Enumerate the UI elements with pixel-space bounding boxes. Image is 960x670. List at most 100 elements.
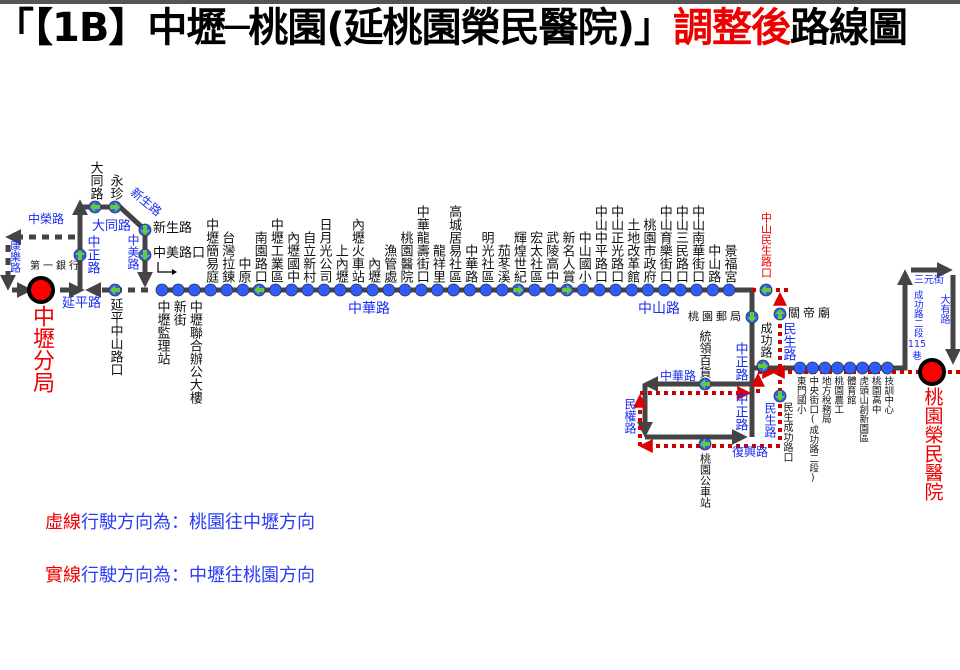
- stop-marker: [349, 283, 363, 297]
- one-way-arrow-icon: [254, 285, 265, 295]
- stop-marker: [706, 283, 720, 297]
- terminal-start-marker: [27, 276, 55, 304]
- stop-marker: [268, 283, 282, 297]
- stop-label: 上內壢: [332, 244, 348, 283]
- road-label-minquan: 民權路: [623, 398, 637, 434]
- stop-label: 中壢簡易庭: [203, 218, 219, 283]
- one-way-arrow-icon: [747, 312, 757, 322]
- stop-marker: [609, 283, 622, 297]
- stop-marker: [831, 361, 844, 375]
- stop-label: 中央街口(成功路二段): [807, 376, 819, 484]
- one-way-arrow-icon: [140, 225, 150, 235]
- stop-marker: [333, 283, 347, 297]
- legend-solid-key: 實線: [45, 565, 81, 586]
- stop-marker: [818, 361, 832, 375]
- stop-label: 日月光公司: [316, 218, 332, 283]
- one-way-arrow-icon: [513, 285, 524, 295]
- stop-label: 地方稅務局: [819, 376, 831, 424]
- road-label-chenggong_c: 巷: [912, 351, 922, 362]
- stop-label: 中壢聯合辦公大樓: [186, 300, 202, 404]
- stop-marker: [463, 283, 477, 297]
- stop-label-tonglin: 統領百貨: [698, 330, 712, 378]
- stop-label: 技訓中心: [882, 376, 894, 414]
- stop-label: 明光社區: [478, 231, 494, 283]
- stop-label: 虎頭山創新園區: [857, 376, 869, 443]
- road-label-zhongzheng_1: 中正路: [732, 342, 748, 381]
- stop-label: 土地改革館: [624, 218, 640, 283]
- stop-marker: [382, 283, 396, 297]
- one-way-arrow-icon: [110, 285, 120, 295]
- one-way-arrow-icon: [758, 361, 768, 371]
- stop-label: 高城居易社區: [446, 205, 462, 283]
- stop-label-yanping_zhongshan: 延平中山路口: [107, 298, 123, 376]
- stop-label: 桃園市政府: [640, 218, 656, 283]
- stop-label: 中山正光路口: [608, 205, 624, 283]
- terminal-start-label: 中壢分局: [29, 305, 54, 393]
- stop-marker: [528, 283, 541, 297]
- one-way-arrow-icon: [775, 391, 785, 401]
- stop-label: 桃園農工: [832, 376, 844, 414]
- stop-label: 中華路: [462, 244, 478, 283]
- stop-label-yongzhen: 永珍: [107, 174, 123, 200]
- one-way-arrow-icon: [140, 250, 150, 260]
- stop-label-firstbank: 第一銀行: [30, 261, 82, 272]
- road-label-zhongmei_rd: 中美路: [126, 234, 140, 270]
- stop-label: 中山國小: [575, 231, 591, 283]
- stop-marker: [793, 361, 807, 375]
- road-label-zhongzheng_w: 中正路: [84, 235, 100, 274]
- legend-solid: 實線行駛方向為：中壢往桃園方向: [45, 561, 315, 587]
- stop-label: 中山中平路口: [591, 205, 607, 283]
- turn-arrow-head: [172, 269, 177, 275]
- road-label-sanyuan: 三元街: [914, 275, 944, 286]
- stop-label: 桃園高中: [869, 376, 881, 414]
- stop-marker: [641, 283, 655, 297]
- stop-label-guandi: 關帝廟: [788, 306, 834, 320]
- stop-marker: [236, 283, 250, 297]
- legend-dashed-text: 行駛方向為：桃園往中壢方向: [81, 512, 315, 533]
- one-way-arrow-icon: [761, 285, 771, 295]
- stop-label: 中壢工業區: [267, 218, 283, 283]
- road-label-minsheng_s: 民生路: [763, 402, 777, 438]
- stop-label: 自立新村: [300, 231, 316, 283]
- stop-label: 台灣拉鍊: [219, 231, 235, 283]
- stop-marker: [171, 283, 185, 297]
- stop-marker: [843, 361, 857, 375]
- road-label-fuxing: 復興路: [732, 445, 769, 459]
- stop-marker: [204, 283, 218, 297]
- stop-label: 宏太社區: [527, 231, 543, 283]
- stop-marker: [657, 283, 671, 297]
- title-suffix: 路線圖: [789, 5, 908, 51]
- legend-dashed-key: 虛線: [45, 512, 81, 533]
- title-prefix: 「【1B】中壢─桃園(延桃園榮民醫院)」: [0, 5, 674, 51]
- stop-marker: [690, 283, 703, 297]
- stop-marker: [806, 361, 819, 375]
- one-way-arrow-icon: [110, 202, 120, 212]
- one-way-arrow-icon: [700, 379, 710, 389]
- stop-label: 輝煌世紀: [510, 231, 526, 283]
- stop-marker: [317, 283, 331, 297]
- stop-label: 新名人賞: [559, 231, 575, 283]
- stop-label: 武陵高中: [543, 231, 559, 283]
- road-label-kangle: 康樂路: [8, 240, 22, 273]
- road-label-dayou: 大有路: [938, 294, 949, 324]
- stop-marker: [430, 283, 444, 297]
- road-label-chenggong_a: 成功路二段: [911, 290, 923, 338]
- stop-marker: [856, 361, 869, 375]
- stop-marker: [447, 283, 461, 297]
- legend-solid-text: 行駛方向為：中壢往桃園方向: [81, 565, 315, 586]
- legend-dashed: 虛線行駛方向為：桃園往中壢方向: [45, 508, 315, 534]
- stop-marker: [495, 283, 509, 297]
- stop-label: 漁管處: [381, 244, 397, 283]
- stop-label: 體育館: [844, 376, 856, 405]
- turn-arrow-icon: [157, 262, 172, 273]
- stop-label: 中壢監理站: [154, 300, 170, 365]
- stop-marker: [722, 283, 736, 297]
- stop-label: 中山南華街口: [689, 205, 705, 283]
- stop-marker: [414, 283, 428, 297]
- stop-marker: [155, 283, 169, 297]
- stop-label-post_office: 桃園郵局: [688, 310, 744, 323]
- terminal-end-label: 桃園榮民醫院: [921, 387, 944, 501]
- road-label-zhongshan: 中山路: [638, 301, 680, 317]
- road-label-zhongrong: 中榮路: [28, 212, 65, 226]
